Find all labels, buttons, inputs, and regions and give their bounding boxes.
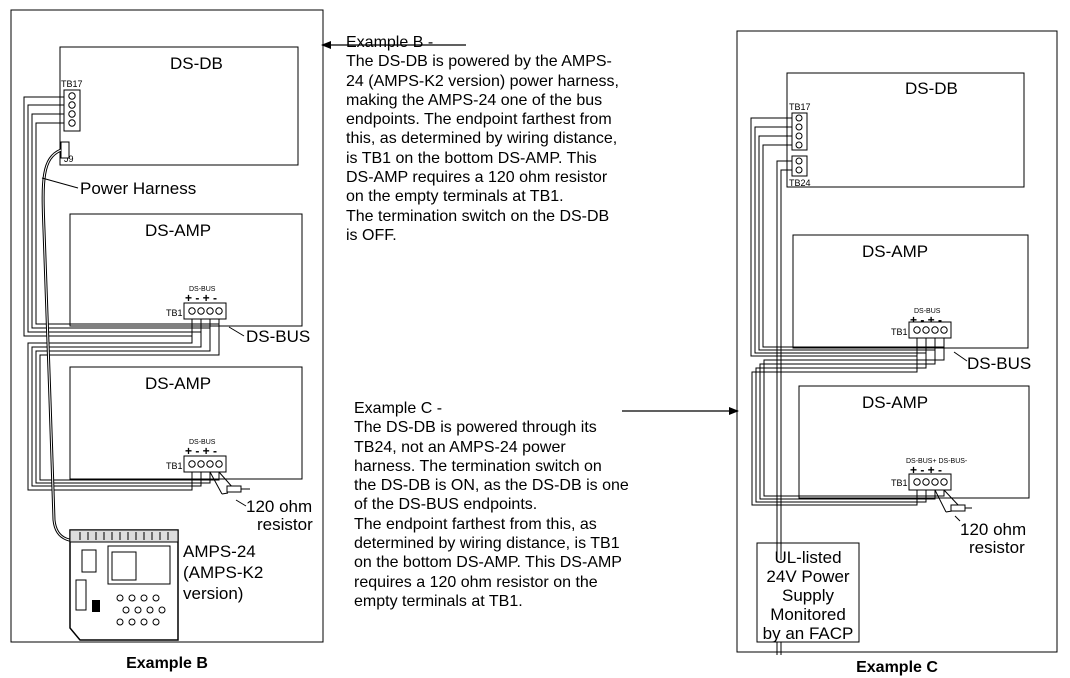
- svg-text:DS-BUS: DS-BUS: [914, 308, 941, 315]
- resistor-b: [209, 471, 250, 507]
- tb1-connector-b2: [183, 455, 227, 473]
- amps-24-label-1: AMPS-24: [183, 542, 256, 561]
- svg-text:DS-BUS+ DS-BUS-: DS-BUS+ DS-BUS-: [906, 458, 968, 465]
- j9-label-b: J9: [64, 154, 74, 164]
- svg-text:DS-BUS: DS-BUS: [189, 439, 216, 446]
- resistor-label-c1: 120 ohm: [960, 520, 1026, 539]
- ds-db-label-c: DS-DB: [905, 79, 958, 98]
- psu-label-3: Supply: [782, 586, 834, 605]
- tb17-connector-c: [791, 112, 808, 151]
- example-c-caption: Example C: [856, 659, 938, 676]
- ds-db-board-b: [59, 46, 299, 166]
- ds-bus-wires-b: [23, 96, 245, 491]
- example-b-frame: [10, 9, 324, 643]
- resistor-label-c2: resistor: [969, 538, 1025, 557]
- tb17-label-c: TB17: [789, 102, 811, 112]
- ds-amp-label-b1: DS-AMP: [145, 221, 211, 240]
- ds-bus-label-c: DS-BUS: [967, 354, 1031, 373]
- tb1-label-b2: TB1: [166, 461, 183, 471]
- amps-24-label-3: version): [183, 584, 243, 603]
- ds-amp-label-c2: DS-AMP: [862, 393, 928, 412]
- j9-connector-b: [60, 141, 70, 159]
- power-harness-cable: [41, 148, 101, 543]
- example-b-description: Example B - The DS-DB is powered by the …: [346, 34, 619, 244]
- psu-label-1: UL-listed: [774, 548, 841, 567]
- tb1-label-c2: TB1: [891, 478, 908, 488]
- ds-amp-label-c1: DS-AMP: [862, 242, 928, 261]
- svg-text:+ - + -: + - + -: [185, 444, 217, 458]
- tb1-label-b1: TB1: [166, 308, 183, 318]
- tb17-label-b: TB17: [61, 79, 83, 89]
- ds-amp-label-b2: DS-AMP: [145, 374, 211, 393]
- power-harness-label: Power Harness: [80, 179, 196, 198]
- tb1-connector-c1: [908, 321, 952, 339]
- ds-bus-label-b: DS-BUS: [246, 327, 310, 346]
- svg-text:DS-BUS: DS-BUS: [189, 286, 216, 293]
- psu-label-5: by an FACP: [763, 624, 854, 643]
- resistor-c: [934, 489, 972, 522]
- tb1-label-c1: TB1: [891, 327, 908, 337]
- ds-bus-wires-c: [750, 117, 968, 655]
- amps-24-device: [69, 529, 179, 641]
- psu-label-4: Monitored: [770, 605, 846, 624]
- power-supply-box: [756, 542, 860, 643]
- ds-db-board-c: [786, 72, 1025, 188]
- svg-text:+ - + -: + - + -: [185, 291, 217, 305]
- example-c-description: Example C - The DS-DB is powered through…: [354, 400, 629, 610]
- ds-db-label-b: DS-DB: [170, 54, 223, 73]
- tb1-connector-b1: [183, 302, 227, 320]
- resistor-label-b2: resistor: [257, 515, 313, 534]
- example-c-frame: [736, 30, 1058, 653]
- tb1-connector-c2: [908, 473, 952, 491]
- example-b-caption: Example B: [126, 655, 208, 672]
- psu-label-2: 24V Power: [766, 567, 849, 586]
- resistor-label-b1: 120 ohm: [246, 497, 312, 516]
- tb24-label-c: TB24: [789, 178, 811, 188]
- amps-24-label-2: (AMPS-K2: [183, 563, 263, 582]
